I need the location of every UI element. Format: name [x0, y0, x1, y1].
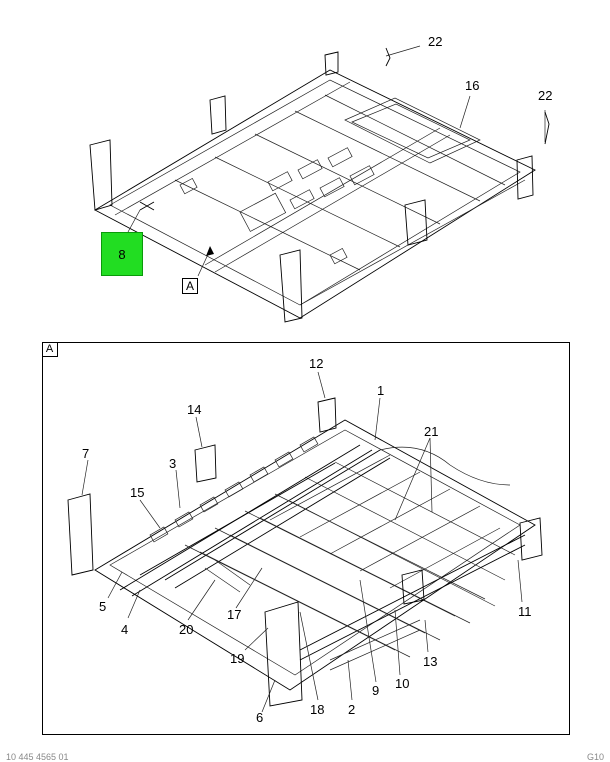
callout-17: 17: [227, 607, 241, 622]
callout-1: 1: [377, 383, 384, 398]
callout-5: 5: [99, 599, 106, 614]
overview-floor-assembly: [89, 45, 550, 323]
callout-20: 20: [179, 622, 193, 637]
callout-3: 3: [169, 456, 176, 471]
callout-21: 21: [424, 424, 438, 439]
callout-14: 14: [187, 402, 201, 417]
callout-13: 13: [423, 654, 437, 669]
callout-7: 7: [82, 446, 89, 461]
callout-22-right: 22: [538, 88, 552, 103]
detail-view-frame: [42, 342, 570, 735]
drawing-number: 10 445 4565 01: [6, 752, 69, 762]
detail-view-label: A: [42, 342, 58, 357]
detail-floor-structure: [67, 397, 543, 707]
highlighted-part-callout-8[interactable]: 8: [101, 232, 143, 276]
callout-9: 9: [372, 683, 379, 698]
callout-2: 2: [348, 702, 355, 717]
callout-18: 18: [310, 702, 324, 717]
callout-6: 6: [256, 710, 263, 725]
view-a-marker[interactable]: A: [182, 278, 198, 294]
callout-16: 16: [465, 78, 479, 93]
callout-11: 11: [518, 604, 532, 619]
sheet-id: G10: [586, 752, 604, 762]
callout-19: 19: [230, 651, 244, 666]
callout-12: 12: [309, 356, 323, 371]
callout-15: 15: [130, 485, 144, 500]
callout-10: 10: [395, 676, 409, 691]
callout-4: 4: [121, 622, 128, 637]
callout-22-top: 22: [428, 34, 442, 49]
